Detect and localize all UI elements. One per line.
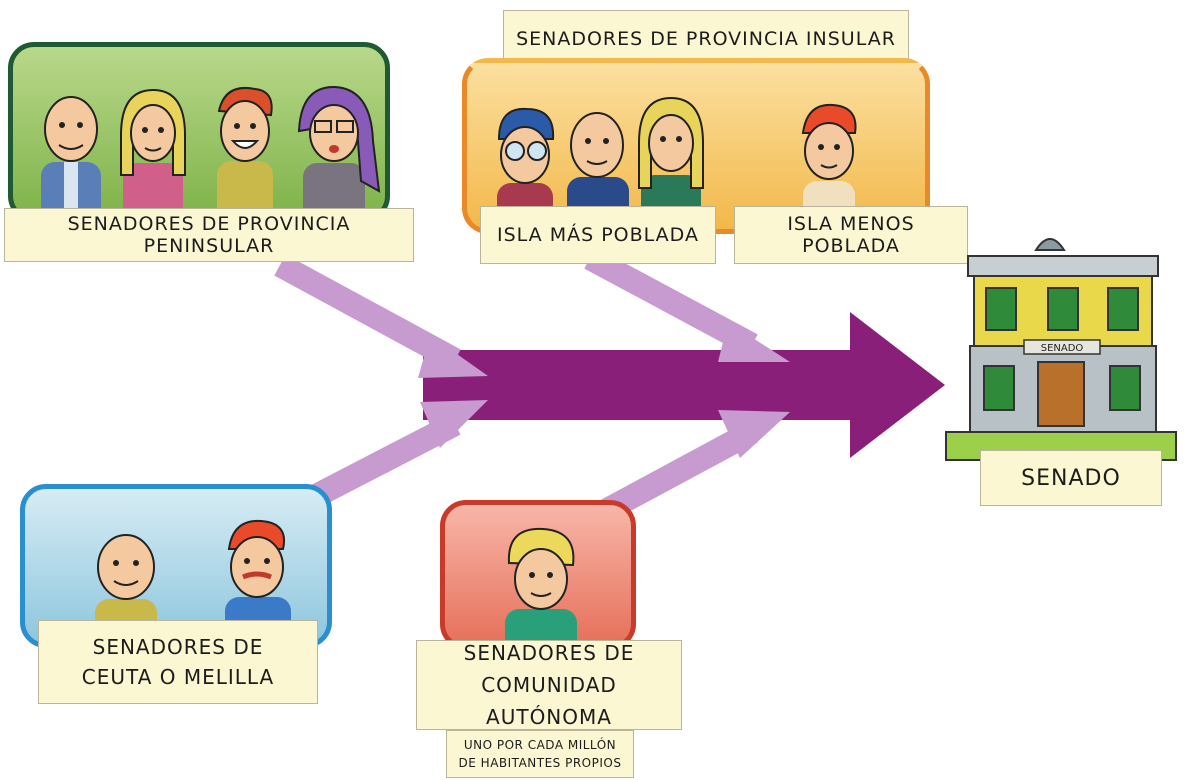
peninsular-panel <box>8 42 390 222</box>
senado-label: SENADO <box>980 450 1162 506</box>
isla-mas-poblada-label: ISLA MÁS POBLADA <box>480 206 716 264</box>
senado-building-icon: SENADO <box>945 238 1177 461</box>
senator-figure-icon <box>41 96 101 217</box>
senator-figure-icon <box>297 85 381 217</box>
senator-figure-icon <box>638 96 704 229</box>
main-arrow <box>423 312 945 458</box>
senator-figure-icon <box>505 527 577 645</box>
comunidad-note: UNO POR CADA MILLÓN DE HABITANTES PROPIO… <box>446 730 634 778</box>
senado-sign: SENADO <box>1041 343 1084 354</box>
senator-figure-icon <box>217 87 273 217</box>
isla-menos-poblada-label: ISLA MENOS POBLADA <box>734 206 968 264</box>
comunidad-autonoma-label: SENADORES DE COMUNIDAD AUTÓNOMA <box>416 640 682 730</box>
senator-figure-icon <box>120 88 186 217</box>
feed-arrow-peninsular <box>274 254 488 378</box>
feed-arrow-insular <box>584 247 790 362</box>
ceuta-melilla-label: SENADORES DE CEUTA O MELILLA <box>38 620 318 704</box>
peninsular-label: SENADORES DE PROVINCIA PENINSULAR <box>4 208 414 262</box>
comunidad-panel <box>440 500 636 650</box>
